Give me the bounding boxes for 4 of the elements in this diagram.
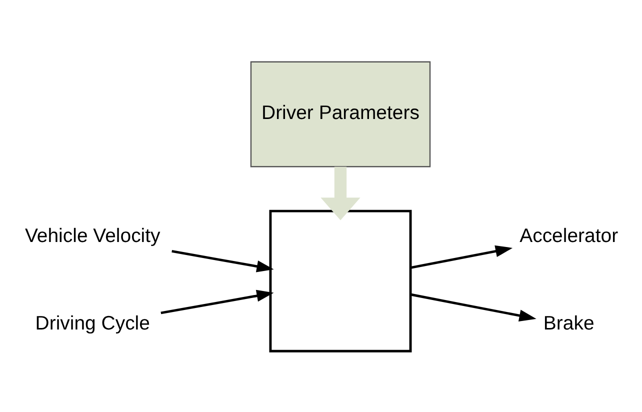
- node-text: Vehicle Velocity: [24, 224, 160, 246]
- node-text: Driving Cycle: [35, 312, 150, 334]
- node-text: Accelerator: [520, 224, 618, 246]
- node-text: Brake: [543, 312, 594, 334]
